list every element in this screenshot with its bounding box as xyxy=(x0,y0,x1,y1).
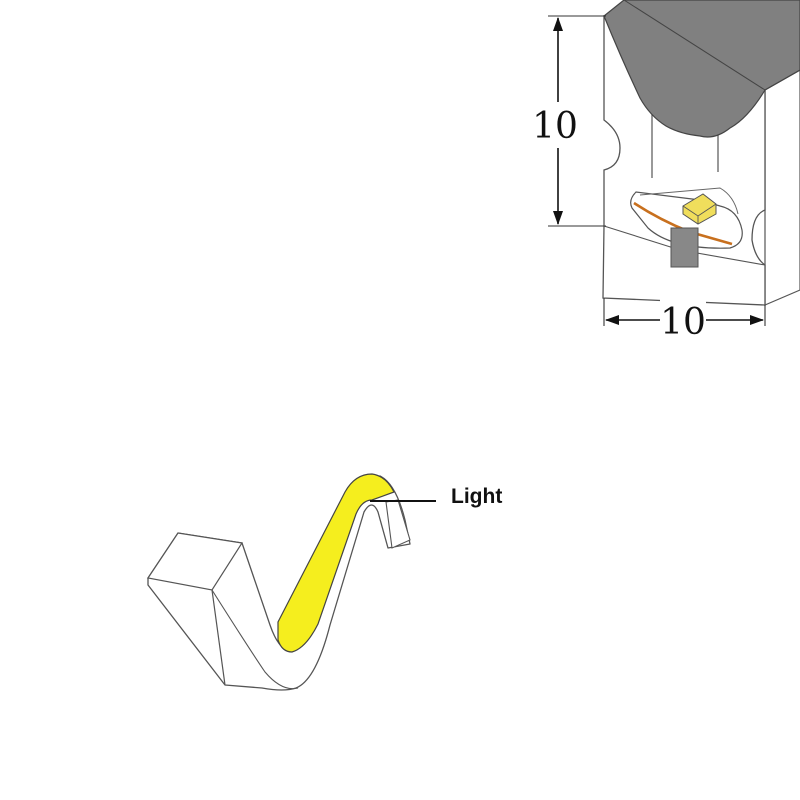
width-dimension-label: 10 xyxy=(660,302,706,343)
light-band xyxy=(277,473,395,653)
end-cap-top xyxy=(146,532,243,591)
bend-inner-edge xyxy=(211,589,299,690)
profile-side-face xyxy=(764,69,800,306)
light-callout: Light xyxy=(370,485,502,508)
profile-diffuser-top xyxy=(603,0,800,138)
neon-profile-cross-section: 10 10 xyxy=(530,0,800,343)
height-dimension-label: 10 xyxy=(532,106,578,147)
width-dimension: 10 xyxy=(603,296,766,343)
bend-illustration: Light xyxy=(146,473,502,691)
led-chip xyxy=(682,193,717,225)
profile-diffuser-edge xyxy=(623,0,766,91)
connector-block xyxy=(670,227,699,268)
light-callout-label: Light xyxy=(451,485,502,508)
pcb-channel-inner xyxy=(639,187,739,215)
height-dimension: 10 xyxy=(530,15,606,227)
end-cap-front xyxy=(211,589,226,686)
